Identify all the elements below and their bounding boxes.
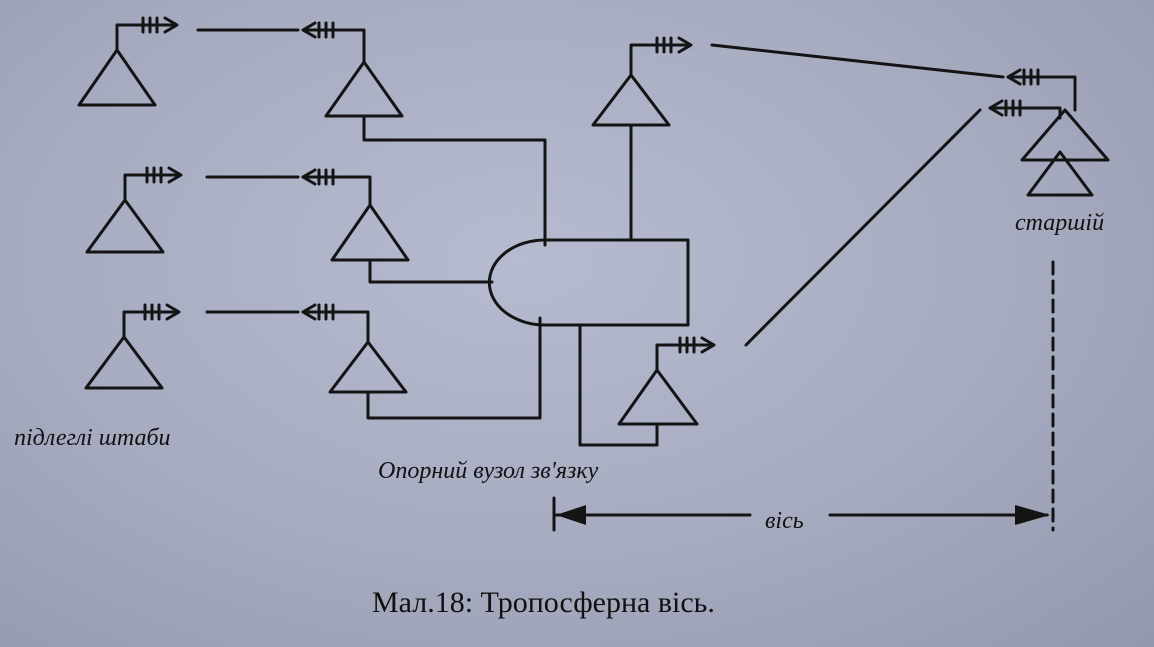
senior-hq (988, 68, 1110, 197)
subordinate-hq-2 (85, 166, 183, 254)
node-antenna-upper (591, 36, 1005, 242)
communication-node (487, 238, 690, 327)
senior-hq-label: старшій (1015, 210, 1104, 236)
node-antenna-1 (301, 21, 547, 247)
node-antenna-2 (301, 168, 494, 284)
subordinate-hq-label: підлеглі штаби (14, 425, 171, 451)
node-label: Опорний вузол зв'язку (378, 458, 599, 484)
node-antenna-lower (578, 108, 982, 447)
node-antenna-3 (301, 303, 542, 420)
figure-caption: Мал.18: Тропосферна вісь. (372, 586, 715, 619)
axis-label: вісь (765, 508, 804, 534)
subordinate-hq-3 (84, 303, 181, 390)
subordinate-hq-1 (77, 16, 179, 107)
axis-dimension (552, 260, 1055, 532)
